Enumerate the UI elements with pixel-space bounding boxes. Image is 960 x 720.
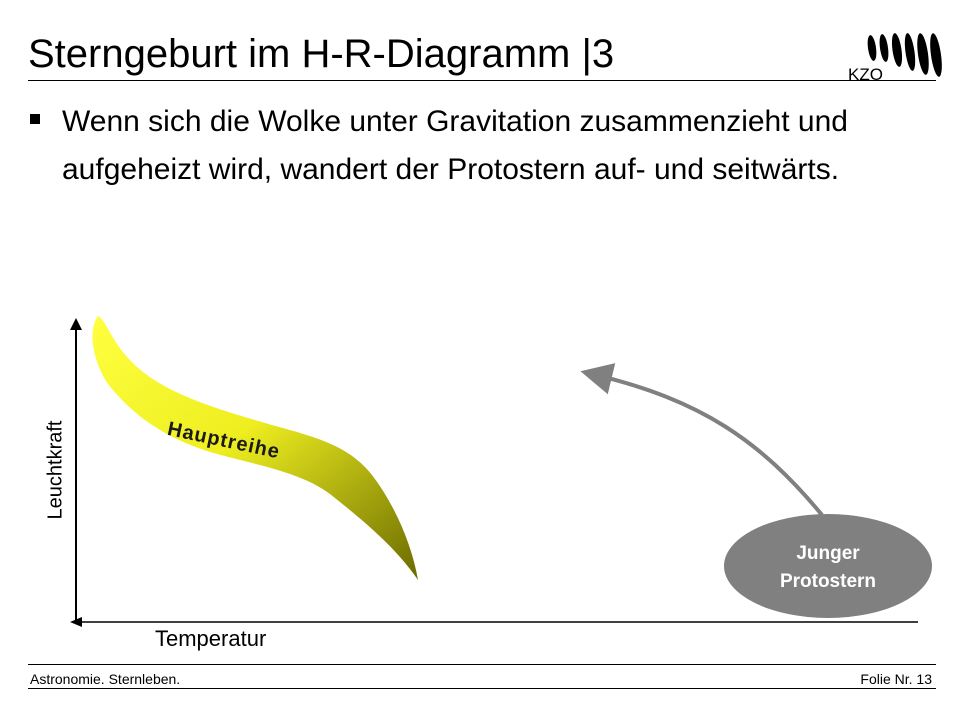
footer-divider-bottom: [28, 688, 936, 689]
footer-left-text: Astronomie. Sternleben.: [30, 671, 181, 687]
logo-text: KZO: [848, 65, 883, 82]
bullet-marker: [30, 114, 40, 124]
footer-slide-number: Folie Nr. 13: [860, 671, 932, 687]
kzo-logo-icon: KZO: [848, 33, 942, 82]
slide-title: Sterngeburt im H-R-Diagramm |3: [28, 32, 615, 76]
protostar-label-line2: Protostern: [779, 571, 877, 592]
title-divider: [28, 80, 936, 81]
y-axis-label: Leuchtkraft: [44, 420, 67, 520]
protostar-label: Junger Protostern: [732, 540, 924, 596]
x-axis-arrow: [70, 617, 82, 627]
bullet-text: Wenn sich die Wolke unter Gravitation zu…: [62, 105, 848, 186]
footer-divider-top: [28, 664, 936, 665]
x-axis-label: Temperatur: [155, 626, 267, 651]
bullet-point: Wenn sich die Wolke unter Gravitation zu…: [30, 98, 910, 194]
main-sequence-band: [92, 316, 419, 580]
protostar-track-arrow: [580, 363, 824, 517]
protostar-label-line1: Junger: [796, 543, 860, 564]
protostar-ellipse: [724, 514, 932, 618]
